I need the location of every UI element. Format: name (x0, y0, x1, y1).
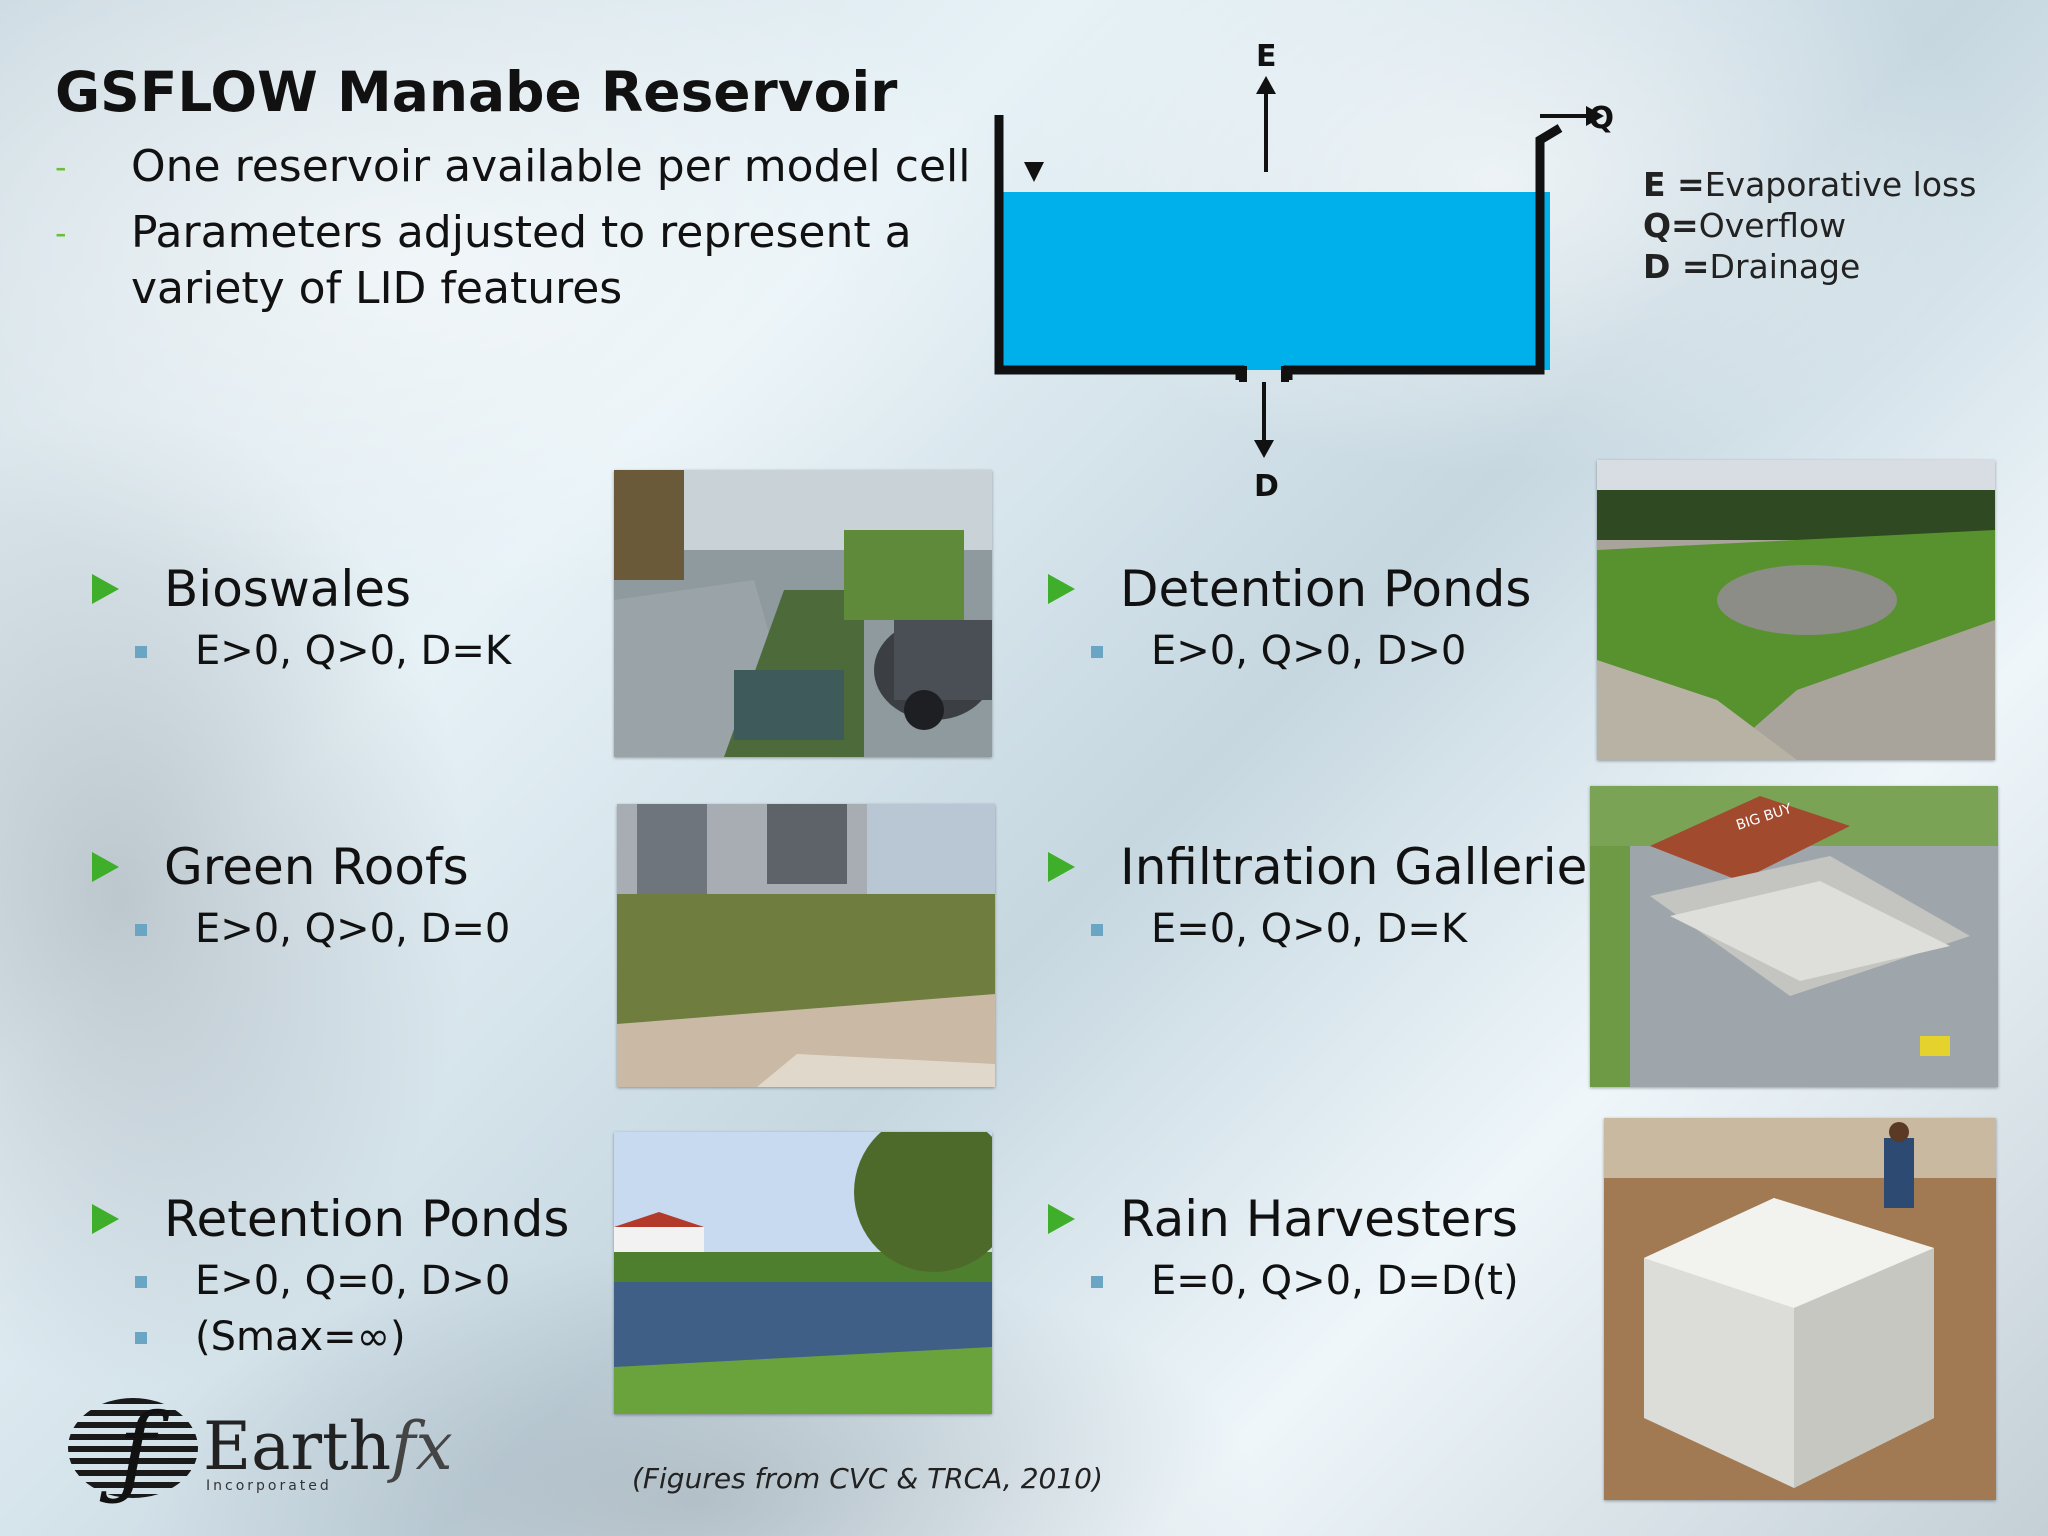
intro-text: Parameters adjusted to represent a (131, 207, 912, 258)
infiltration-gallery-photo: BIG BUY (1590, 786, 1998, 1087)
triangle-bullet-icon (92, 1204, 119, 1234)
legend-value: Overflow (1698, 206, 1847, 245)
legend-key: Q= (1643, 206, 1699, 245)
detention-pond-photo (1597, 460, 1995, 760)
feature-params: E>0, Q>0, D=0 (135, 906, 510, 952)
square-bullet-icon (135, 646, 147, 658)
drainage-arrow (1254, 440, 1274, 458)
label-e: E (1256, 39, 1277, 74)
square-bullet-icon (1091, 1276, 1103, 1288)
triangle-bullet-icon (1048, 574, 1075, 604)
intro-text: One reservoir available per model cell (131, 141, 971, 192)
rain-harvester-photo (1604, 1118, 1996, 1500)
triangle-bullet-icon (92, 574, 119, 604)
feature-name: Detention Ponds (1120, 560, 1532, 618)
feature-params: (Smax=∞) (135, 1314, 406, 1360)
legend-value: Drainage (1709, 247, 1861, 286)
overflow-arrow (1586, 106, 1604, 126)
square-bullet-icon (135, 924, 147, 936)
figure-credit: (Figures from CVC & TRCA, 2010) (632, 1462, 1103, 1495)
legend-key: E = (1643, 165, 1705, 204)
triangle-bullet-icon (92, 852, 119, 882)
water-level-marker (1024, 162, 1044, 182)
square-bullet-icon (135, 1276, 147, 1288)
square-bullet-icon (135, 1332, 147, 1344)
feature-params: E=0, Q>0, D=K (1091, 906, 1467, 952)
legend-row: E =Evaporative loss (1643, 164, 1976, 205)
feature-params: E>0, Q>0, D=K (135, 628, 511, 674)
label-q: Q (1588, 101, 1614, 136)
green-roof-photo (617, 804, 995, 1087)
triangle-bullet-icon (1048, 1204, 1075, 1234)
legend-row: Q=Overflow (1643, 205, 1976, 246)
feature-params: E=0, Q>0, D=D(t) (1091, 1258, 1519, 1304)
feature-name: Bioswales (164, 560, 412, 618)
diagram-legend: E =Evaporative loss Q=Overflow D =Draina… (1643, 164, 1976, 287)
evaporation-arrow (1256, 76, 1276, 94)
feature-name: Rain Harvesters (1120, 1190, 1518, 1248)
bioswale-photo (614, 470, 992, 757)
feature-name: Green Roofs (164, 838, 469, 896)
intro-text: variety of LID features (131, 263, 623, 314)
reservoir-diagram: E Q D (980, 30, 1620, 510)
dash-bullet: - (55, 214, 67, 252)
feature-params: E>0, Q=0, D>0 (135, 1258, 510, 1304)
label-d: D (1254, 469, 1279, 504)
legend-key: D = (1643, 247, 1710, 286)
dash-bullet: - (55, 148, 67, 186)
square-bullet-icon (1091, 924, 1103, 936)
logo-globe-icon (68, 1398, 198, 1498)
square-bullet-icon (1091, 646, 1103, 658)
feature-name: Retention Ponds (164, 1190, 570, 1248)
feature-params: E>0, Q>0, D>0 (1091, 628, 1466, 674)
reservoir-water (999, 192, 1550, 370)
page-title: GSFLOW Manabe Reservoir (55, 60, 898, 124)
feature-name: Infiltration Galleries (1120, 838, 1614, 896)
legend-value: Evaporative loss (1704, 165, 1977, 204)
earthfx-logo: ƒ Earthfx Incorporated (68, 1392, 468, 1509)
retention-pond-photo (614, 1132, 992, 1414)
legend-row: D =Drainage (1643, 246, 1976, 287)
triangle-bullet-icon (1048, 852, 1075, 882)
